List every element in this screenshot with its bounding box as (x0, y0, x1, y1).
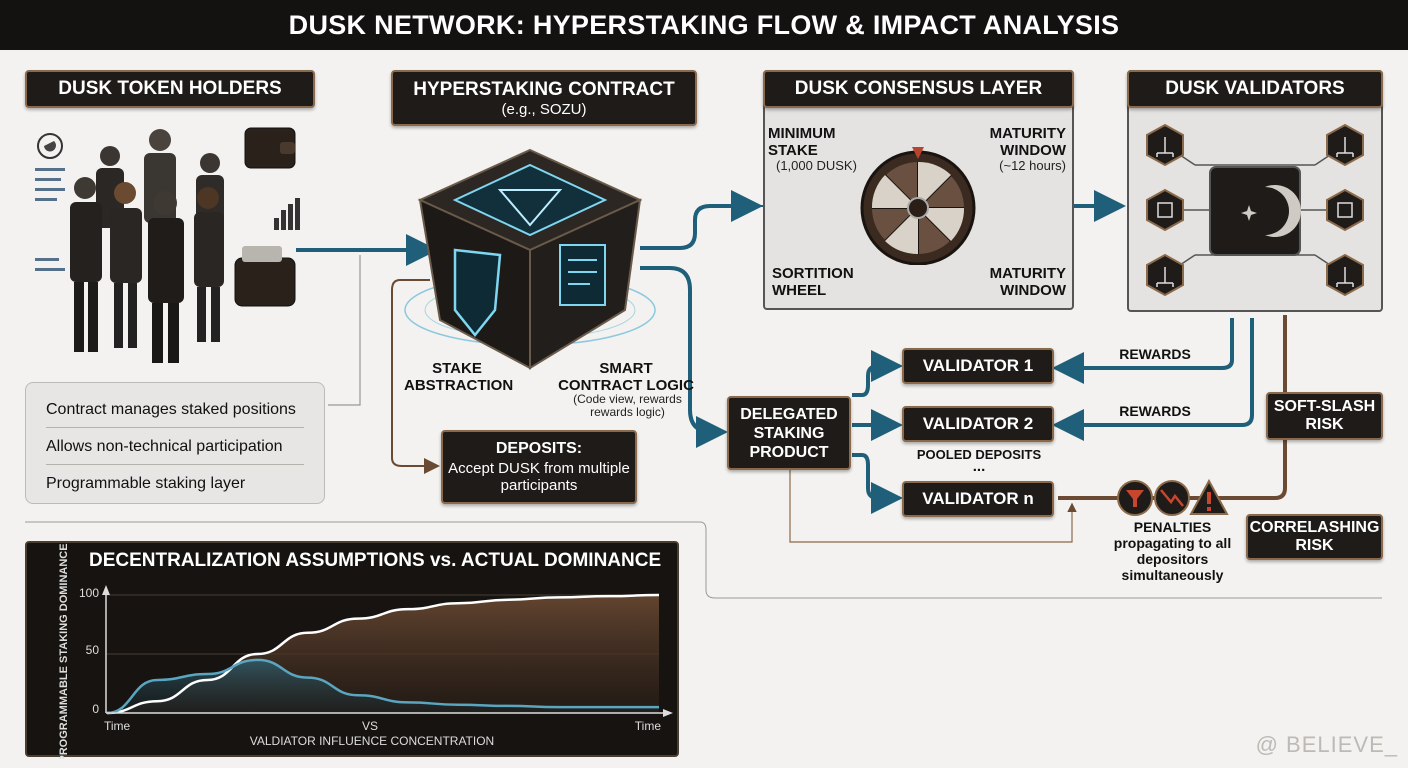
series-2-line (106, 658, 659, 715)
people-icon (35, 129, 224, 363)
deposits-title: DEPOSITS: (495, 440, 583, 457)
x-axis-label: VALDIATOR INFLUENCE CONCENTRATION (250, 734, 494, 748)
stake-abstraction-label: STAKE ABSTRACTION (404, 360, 514, 394)
holders-features-box: Contract manages staked positions Allows… (25, 382, 325, 504)
smart-contract-logic-label: SMART CONTRACT LOGIC (558, 360, 694, 394)
maturity-window-top-label: MATURITY WINDOW (989, 125, 1066, 159)
validator-1-box: VALIDATOR 1 (902, 348, 1054, 384)
contract-header: HYPERSTAKING CONTRACT (e.g., SOZU) (391, 70, 697, 126)
minimum-stake-value: (1,000 DUSK) (776, 158, 857, 173)
network-icon (1146, 123, 1364, 297)
warning-icon (1189, 478, 1229, 515)
penalties-label: PENALTIES propagating to all depositors … (1113, 519, 1232, 583)
pooled-deposits-label: POOLED DEPOSITS (916, 447, 1042, 462)
correlashing-risk-box: CORRELASHING RISK (1246, 514, 1383, 560)
contract-header-title: HYPERSTAKING CONTRACT (413, 78, 675, 100)
validator-n-box: VALIDATOR n (902, 481, 1054, 517)
series-1-line (106, 593, 660, 715)
dominance-chart: DECENTRALIZATION ASSUMPTIONS vs. ACTUAL … (25, 541, 679, 759)
rewards-label-1: REWARDS (1119, 346, 1191, 362)
y-tick-label: 100 (79, 586, 99, 600)
feature-item: Allows non-technical participation (46, 428, 304, 465)
shield-icon (453, 248, 502, 338)
holders-header: DUSK TOKEN HOLDERS (25, 70, 315, 108)
y-tick-label: 50 (86, 643, 100, 657)
contract-cube-illustration (404, 148, 656, 370)
validator-network-illustration (1146, 123, 1364, 297)
deposits-box: DEPOSITS: Accept DUSK from multiple part… (441, 430, 637, 504)
ellipsis-label: ... (972, 458, 986, 475)
soft-slash-risk-box: SOFT-SLASH RISK (1266, 392, 1383, 440)
page-title: DUSK NETWORK: HYPERSTAKING FLOW & IMPACT… (0, 0, 1408, 50)
sortition-wheel-label: SORTITION WHEEL (772, 265, 854, 299)
series-2-area (107, 659, 659, 713)
feature-item: Programmable staking layer (46, 475, 246, 492)
chart-title: DECENTRALIZATION ASSUMPTIONS vs. ACTUAL … (89, 550, 662, 571)
minimum-stake-label: MINIMUM STAKE (768, 125, 836, 159)
y-tick-label: 0 (92, 702, 99, 716)
watermark: @ BELIEVE_ (1255, 732, 1398, 757)
smart-contract-logic-note: (Code view, rewards rewards logic) (573, 392, 682, 419)
moon-icon (1209, 166, 1301, 256)
x-mid-label: VS (362, 719, 378, 733)
rewards-label-2: REWARDS (1119, 403, 1191, 419)
feature-item: Contract manages staked positions (46, 391, 304, 428)
validators-header: DUSK VALIDATORS (1127, 70, 1383, 108)
y-axis-label: PROGRAMMABLE STAKING DOMINANCE (58, 543, 70, 759)
chart-plot: 100 50 0 Time VS Time VALDIATOR INFLUENC… (58, 543, 673, 759)
deposits-body: Accept DUSK from multiple participants (448, 460, 630, 494)
maturity-window-value: (~12 hours) (999, 158, 1066, 173)
x-start-label: Time (104, 719, 131, 733)
wallet-icon (234, 127, 296, 307)
roulette-wheel-icon (860, 147, 976, 265)
document-icon (559, 244, 606, 306)
maturity-window-bottom-label: MATURITY WINDOW (989, 265, 1066, 299)
token-holders-illustration (35, 127, 300, 363)
cube-icon (417, 148, 643, 370)
penalty-icons (1117, 478, 1229, 516)
delegated-staking-product: DELEGATED STAKING PRODUCT (727, 396, 851, 470)
contract-header-sub: (e.g., SOZU) (501, 100, 587, 118)
x-end-label: Time (635, 719, 662, 733)
validator-2-box: VALIDATOR 2 (902, 406, 1054, 442)
consensus-header: DUSK CONSENSUS LAYER (763, 70, 1074, 108)
